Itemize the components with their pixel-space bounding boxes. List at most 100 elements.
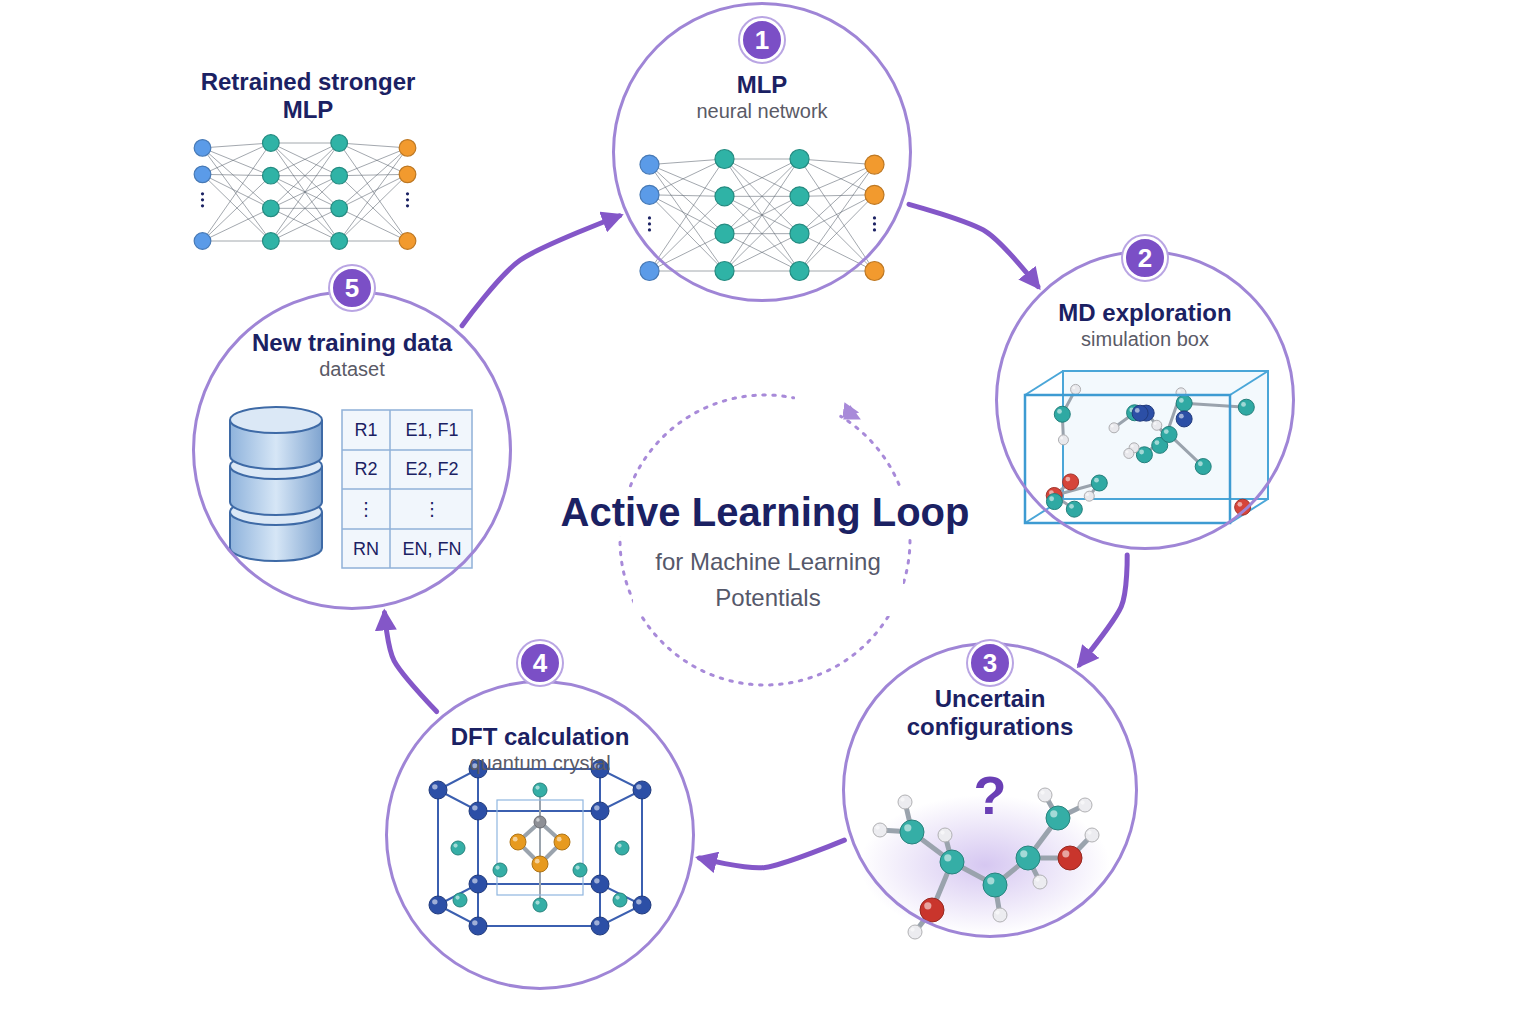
step-text: New training datadataset — [232, 329, 472, 381]
network-weight — [339, 174, 407, 175]
atom-highlight — [1035, 877, 1039, 881]
atom-highlight — [987, 877, 994, 884]
step-title: Uncertain configurations — [879, 685, 1101, 740]
atom — [1091, 475, 1107, 491]
network-weight — [271, 208, 339, 241]
atom — [938, 828, 952, 842]
network-weight — [650, 159, 725, 165]
ellipsis-dot — [873, 228, 876, 231]
network-weight — [271, 208, 339, 241]
atom-highlight — [472, 920, 477, 925]
database-icon — [230, 407, 322, 561]
step-subtitle: neural network — [650, 99, 875, 123]
network-weight — [725, 234, 800, 271]
step-subtitle: quantum crystal — [424, 751, 657, 775]
atom-highlight — [1049, 496, 1054, 501]
network-weight — [339, 143, 407, 241]
atom-highlight — [453, 843, 457, 847]
atom-highlight — [1154, 422, 1157, 425]
network-weight — [203, 208, 271, 241]
dotted-loop — [620, 395, 910, 685]
network-weight — [339, 241, 407, 242]
ellipsis-dot — [648, 222, 651, 225]
network-weight — [650, 165, 725, 234]
atom-highlight — [1241, 402, 1246, 407]
ellipsis-dot — [201, 198, 204, 201]
atom-highlight — [1040, 790, 1044, 794]
network-weight — [271, 143, 339, 208]
atom — [533, 783, 547, 797]
atom — [493, 863, 507, 877]
atom — [1058, 435, 1068, 445]
network-neuron — [865, 185, 884, 204]
network-weight — [650, 196, 725, 271]
atom-highlight — [1164, 429, 1169, 434]
network-neuron — [865, 261, 884, 280]
atom — [453, 893, 467, 907]
ellipsis-dot — [648, 228, 651, 231]
network-neuron — [399, 166, 416, 183]
atom-highlight — [535, 785, 539, 789]
network-weight — [725, 159, 800, 160]
atom-highlight — [1020, 850, 1027, 857]
ellipsis-dot — [873, 222, 876, 225]
table-cell: EN, FN — [402, 539, 461, 560]
atom — [993, 908, 1007, 922]
network-weight — [339, 148, 407, 241]
network-neuron — [640, 261, 659, 280]
atom — [1046, 806, 1070, 830]
network-neuron — [715, 224, 734, 243]
atom — [554, 834, 570, 850]
atom — [429, 896, 447, 914]
network-weight — [271, 143, 339, 241]
atom-highlight — [1050, 810, 1057, 817]
table-cell: E2, F2 — [405, 459, 458, 480]
atom — [900, 820, 924, 844]
atom — [983, 873, 1007, 897]
network-neuron — [263, 135, 280, 152]
network-weight — [650, 165, 725, 271]
step-circle: DFT calculationquantum crystal — [385, 680, 695, 990]
atom-highlight — [472, 805, 477, 810]
network-neuron — [263, 167, 280, 184]
network-weight — [203, 143, 271, 174]
atom — [469, 802, 487, 820]
table-cell: R1 — [354, 420, 377, 441]
atom — [591, 917, 609, 935]
atom-highlight — [875, 825, 879, 829]
network-weight — [203, 143, 271, 241]
atom — [510, 834, 526, 850]
network-neuron — [331, 200, 348, 217]
network-weight — [800, 159, 875, 271]
atom-highlight — [1069, 504, 1074, 509]
network-weight — [271, 176, 339, 241]
network-neuron — [194, 166, 211, 183]
atom — [1109, 423, 1119, 433]
atom-highlight — [1126, 450, 1129, 453]
atom — [1176, 411, 1192, 427]
atom-highlight — [432, 899, 437, 904]
atom — [873, 823, 887, 837]
atom — [1063, 474, 1079, 490]
atom-highlight — [1131, 445, 1134, 448]
atom-highlight — [557, 837, 562, 842]
step-circle: MD explorationsimulation box — [995, 250, 1295, 550]
network-weight — [203, 174, 271, 241]
step-subtitle: dataset — [232, 357, 472, 381]
atom-highlight — [495, 865, 499, 869]
table-cell: E1, F1 — [405, 420, 458, 441]
network-weight — [800, 159, 875, 165]
network-neuron — [331, 233, 348, 250]
network-weight — [271, 143, 339, 241]
retrained-label: Retrained stronger MLP — [188, 68, 428, 123]
atom-highlight — [910, 927, 914, 931]
step-title: MLP — [650, 71, 875, 99]
network-neuron — [263, 233, 280, 250]
atom — [1058, 846, 1082, 870]
atom-highlight — [535, 900, 539, 904]
step-title: New training data — [232, 329, 472, 357]
atom — [633, 781, 651, 799]
cycle-arrow — [1080, 555, 1128, 665]
network-weight — [800, 159, 875, 195]
callout-number: 1 — [740, 18, 784, 62]
